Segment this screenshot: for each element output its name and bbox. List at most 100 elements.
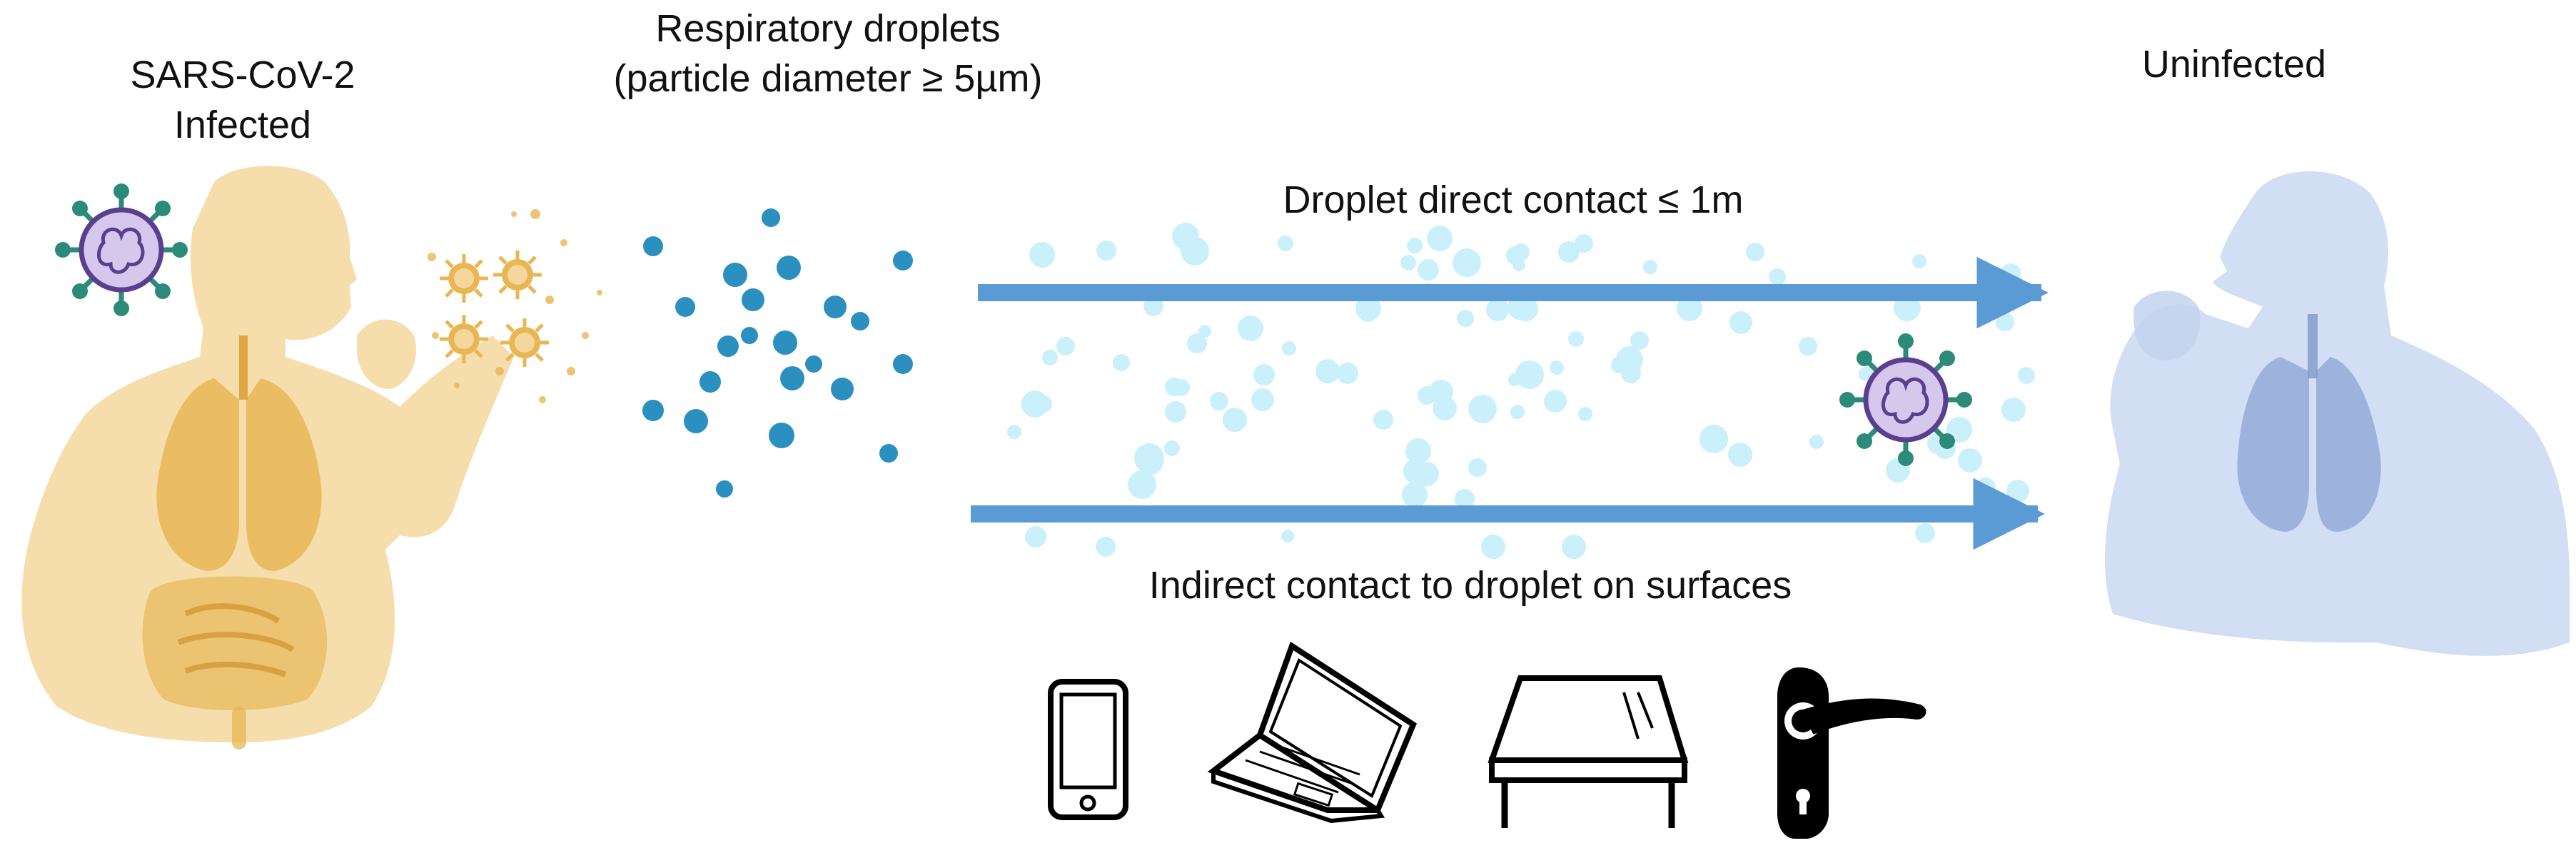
- small-droplet: [1373, 410, 1393, 430]
- small-droplet: [1282, 341, 1296, 355]
- small-droplet: [2006, 480, 2029, 503]
- small-droplet: [1427, 226, 1453, 251]
- infected-person: [21, 166, 515, 750]
- large-droplet: [824, 296, 847, 318]
- direct-contact-label: Droplet direct contact ≤ 1m: [1283, 178, 1744, 221]
- large-droplet: [780, 366, 804, 390]
- large-droplet: [642, 400, 664, 421]
- large-droplet: [723, 263, 747, 287]
- small-droplet: [1278, 236, 1293, 251]
- aerosol-virus-cluster: [428, 209, 602, 403]
- small-droplet: [1042, 350, 1058, 365]
- small-droplets-field: [1007, 223, 2035, 559]
- small-droplet: [1507, 296, 1532, 320]
- uninfected-label: Uninfected: [2141, 43, 2327, 86]
- small-droplet: [1915, 523, 1935, 543]
- small-droplet: [1643, 260, 1657, 274]
- small-droplet: [1578, 407, 1592, 421]
- small-droplet: [1486, 298, 1509, 321]
- indirect-contact-label: Indirect contact to droplet on surfaces: [1148, 564, 1792, 607]
- small-droplet: [1809, 435, 1824, 449]
- small-droplet: [1403, 458, 1429, 484]
- small-droplet: [1405, 438, 1431, 464]
- large-droplet: [741, 327, 758, 344]
- small-droplet: [1198, 325, 1211, 338]
- small-droplet: [1568, 331, 1584, 347]
- large-droplet: [675, 297, 695, 317]
- small-droplet: [1996, 313, 2014, 331]
- small-droplet: [1575, 234, 1593, 253]
- small-droplet: [1096, 241, 1116, 261]
- small-droplet: [1113, 354, 1130, 371]
- small-droplet: [1407, 238, 1423, 253]
- large-droplet: [879, 444, 898, 463]
- small-droplet: [1453, 248, 1481, 277]
- infected-label-line1: SARS-CoV-2: [130, 54, 355, 96]
- small-droplet: [1912, 254, 1926, 268]
- small-droplet: [1164, 440, 1180, 456]
- small-droplet: [1677, 296, 1702, 321]
- respiratory-droplets-cluster: [642, 208, 913, 498]
- small-droplet: [1165, 401, 1186, 423]
- large-droplet: [893, 251, 913, 271]
- large-droplet: [805, 355, 822, 373]
- small-droplet: [1481, 535, 1505, 559]
- small-droplet: [1025, 526, 1046, 547]
- large-droplet: [762, 208, 780, 227]
- small-droplet: [1128, 470, 1156, 499]
- small-droplet: [1515, 360, 1544, 389]
- small-droplet: [1337, 363, 1358, 384]
- small-droplet: [1769, 268, 1786, 286]
- large-droplet: [717, 335, 739, 357]
- large-droplet: [742, 288, 764, 311]
- small-droplet: [1616, 346, 1643, 373]
- small-droplet: [1455, 489, 1475, 509]
- infected-label-line2: Infected: [173, 104, 312, 147]
- small-droplet: [1859, 367, 1873, 381]
- droplets-label-line1: Respiratory droplets: [655, 7, 1001, 50]
- large-droplet: [851, 312, 869, 330]
- uninfected-person: [2105, 171, 2570, 656]
- small-droplet: [1210, 392, 1228, 410]
- small-droplet: [1134, 443, 1164, 473]
- small-droplet: [1418, 259, 1439, 281]
- small-droplet: [1699, 425, 1728, 453]
- small-droplet: [1550, 360, 1564, 375]
- large-droplet: [643, 236, 663, 256]
- small-droplet: [1544, 390, 1567, 413]
- small-droplet: [1512, 258, 1525, 271]
- small-droplet: [1029, 242, 1055, 268]
- small-droplet: [1400, 255, 1416, 271]
- small-droplet: [1281, 530, 1294, 542]
- small-droplet: [2018, 367, 2035, 384]
- large-droplet: [684, 409, 708, 433]
- large-droplet: [893, 354, 913, 374]
- small-droplet: [1457, 310, 1474, 327]
- table-icon: [1487, 675, 1689, 828]
- small-droplet: [1508, 373, 1521, 386]
- small-droplet: [1253, 364, 1275, 385]
- small-droplet: [1359, 305, 1376, 322]
- small-droplet: [1418, 386, 1436, 405]
- small-droplet: [1007, 425, 1021, 439]
- small-droplet: [1630, 331, 1649, 350]
- small-droplet: [1558, 241, 1580, 263]
- door-handle-icon: [1777, 667, 1926, 839]
- small-droplet: [1165, 378, 1183, 396]
- small-droplet: [2001, 398, 2026, 422]
- droplets-label: Respiratory droplets (particle diameter …: [542, 4, 1113, 104]
- large-droplet: [777, 256, 801, 280]
- small-droplet: [1562, 535, 1586, 559]
- small-droplet: [1746, 243, 1764, 261]
- large-droplet: [716, 480, 733, 498]
- laptop-icon: [1207, 641, 1417, 824]
- small-droplet: [1976, 478, 1996, 498]
- small-droplet: [1728, 443, 1752, 467]
- large-droplet: [699, 371, 721, 393]
- droplets-label-line2: (particle diameter ≥ 5µm): [613, 57, 1043, 101]
- large-droplet: [773, 330, 797, 355]
- small-droplet: [1510, 405, 1525, 419]
- small-droplet: [1251, 388, 1274, 411]
- small-droplet: [1223, 408, 1247, 432]
- small-droplet: [1238, 316, 1263, 341]
